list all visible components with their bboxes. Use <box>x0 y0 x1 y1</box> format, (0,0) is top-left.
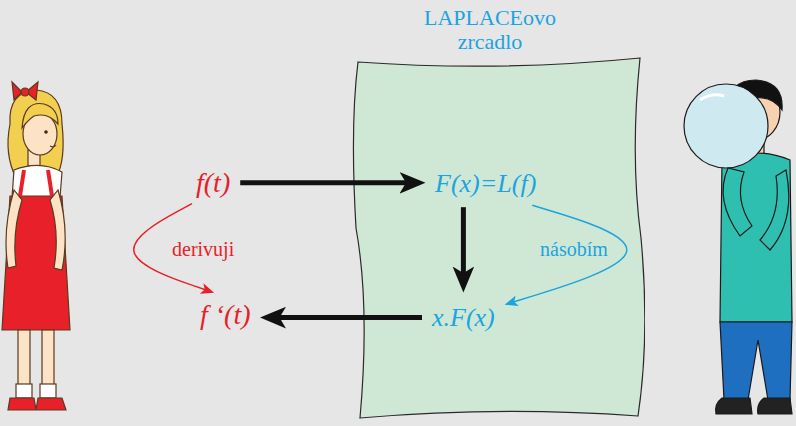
formula-node: x.F(x) <box>430 300 497 335</box>
formula-text: x.F(x) <box>430 300 497 335</box>
mirror-title: LAPLACEovo zrcadlo <box>415 6 565 54</box>
formula-text: f ‘(t) <box>198 296 253 334</box>
formula-node: F(x)=L(f) <box>433 166 538 201</box>
arrow-connector <box>267 315 422 320</box>
boy-figure <box>684 80 792 414</box>
formula-node: f(t) <box>194 164 232 202</box>
formula-node: f ‘(t) <box>198 296 253 334</box>
girl-figure <box>2 82 70 410</box>
mirror-shape <box>353 58 644 418</box>
edge-label: násobím <box>538 238 610 261</box>
arrow-connector <box>461 207 466 286</box>
edge-label: derivuji <box>170 238 236 261</box>
formula-text: F(x)=L(f) <box>433 166 538 201</box>
formula-text: f(t) <box>194 164 232 202</box>
mirror-panel: LAPLACEovo zrcadloF(x)=L(f) x.F(x) <box>350 6 645 420</box>
arrow-connector <box>240 180 419 185</box>
mirror-outline <box>350 6 645 420</box>
